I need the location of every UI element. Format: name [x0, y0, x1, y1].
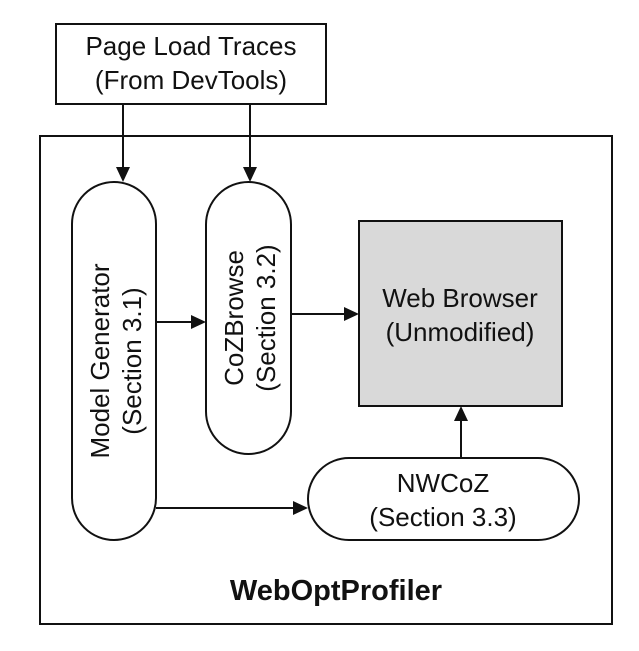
nwcoz-label-line1: NWCoZ: [397, 468, 490, 498]
traces-label-line1: Page Load Traces: [85, 31, 296, 61]
cozbrowse-node: CoZBrowse (Section 3.2): [205, 181, 292, 455]
traces-node: Page Load Traces (From DevTools): [55, 23, 327, 105]
traces-label-line2: (From DevTools): [95, 65, 287, 95]
model-generator-shape: [71, 181, 157, 541]
web-browser-box: [358, 220, 563, 407]
arrow-cozbrowse-to-web-browser: [291, 307, 359, 321]
nwcoz-node: NWCoZ (Section 3.3): [307, 457, 580, 541]
model-generator-label-line2: (Section 3.1): [117, 287, 147, 434]
web-browser-label-line1: Web Browser: [382, 283, 538, 313]
traces-box: [55, 23, 327, 105]
nwcoz-label-line2: (Section 3.3): [369, 502, 516, 532]
model-generator-node: Model Generator (Section 3.1): [71, 181, 157, 541]
model-generator-label-line1: Model Generator: [85, 263, 115, 458]
web-browser-node: Web Browser (Unmodified): [358, 220, 563, 407]
profiler-title: WebOptProfiler: [230, 575, 442, 607]
arrow-traces-to-model-generator: [116, 104, 130, 182]
web-browser-label-line2: (Unmodified): [386, 317, 535, 347]
arrow-traces-to-cozbrowse: [243, 104, 257, 182]
cozbrowse-label-line1: CoZBrowse: [219, 250, 249, 386]
nwcoz-shape: [307, 457, 580, 541]
cozbrowse-shape: [205, 181, 292, 455]
arrow-nwcoz-to-web-browser: [454, 406, 468, 458]
arrow-model-generator-to-nwcoz: [156, 501, 308, 515]
arrow-model-generator-to-cozbrowse: [156, 315, 206, 329]
cozbrowse-label-line2: (Section 3.2): [251, 244, 281, 391]
